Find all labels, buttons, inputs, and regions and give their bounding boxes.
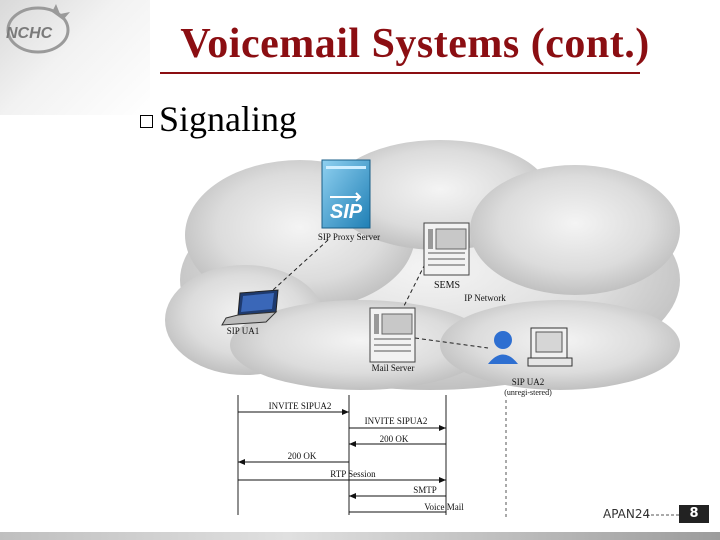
bullet-item: Signaling <box>140 98 297 140</box>
title-underline <box>160 72 640 74</box>
mail-server-icon <box>369 307 416 363</box>
sip-ua2-sublabel: (unregi-stered) <box>504 388 552 397</box>
msg-200ok-2: 200 OK <box>288 451 317 461</box>
svg-text:NCHC: NCHC <box>6 25 53 42</box>
bullet-square-icon <box>140 114 153 128</box>
sip-proxy-server-icon: SIP <box>321 159 371 229</box>
sems-server-icon <box>423 222 470 276</box>
svg-text:SIP: SIP <box>330 201 363 223</box>
msg-200ok-1: 200 OK <box>380 434 409 444</box>
mail-server-label: Mail Server <box>372 363 415 373</box>
msg-smtp: SMTP <box>413 485 437 495</box>
bottom-bar <box>0 532 720 540</box>
msg-invite-1: INVITE SIPUA2 <box>269 401 332 411</box>
msg-invite-2: INVITE SIPUA2 <box>365 416 428 426</box>
logo-background <box>0 0 150 115</box>
ip-network-label: IP Network <box>464 293 506 303</box>
footer-conference: APAN24 <box>603 507 651 521</box>
proxy-label: SIP Proxy Server <box>318 232 380 242</box>
slide-title: Voicemail Systems (cont.) <box>180 21 650 67</box>
sip-ua2-label: SIP UA2 <box>512 377 544 387</box>
msg-voicemail: Voice Mail <box>424 502 464 512</box>
user-with-pc-icon <box>488 327 573 367</box>
sems-label: SEMS <box>434 280 460 291</box>
ip-network-cloud <box>165 140 680 390</box>
msg-rtp: RTP Session <box>330 469 376 479</box>
nchc-logo: NCHC <box>6 4 70 54</box>
bullet-text: Signaling <box>159 99 298 139</box>
laptop-icon <box>221 289 279 326</box>
sip-ua1-label: SIP UA1 <box>227 326 259 336</box>
network-links <box>261 239 489 349</box>
sequence-diagram: INVITE SIPUA2 INVITE SIPUA2 200 OK 200 O… <box>237 395 507 518</box>
page-number: 8 <box>679 505 709 523</box>
